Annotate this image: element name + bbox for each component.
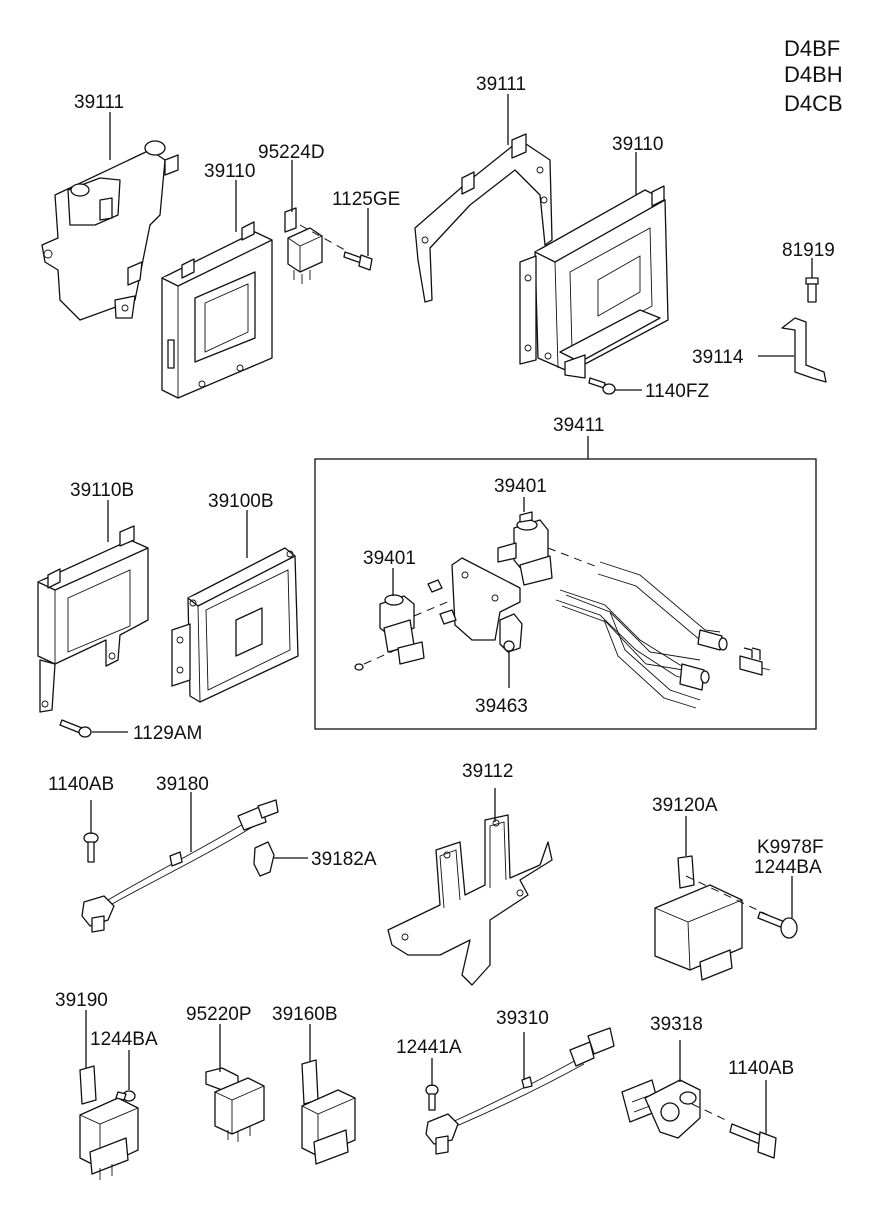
label-1244BA-right: 1244BA	[754, 857, 822, 878]
label-39401-top: 39401	[494, 476, 547, 497]
label-39114: 39114	[692, 347, 744, 368]
part-39182A-clip	[253, 841, 275, 877]
label-1244BA-left: 1244BA	[90, 1029, 158, 1050]
part-39112-bracket	[387, 814, 553, 986]
part-39180-crank-sensor	[81, 799, 279, 933]
label-39180: 39180	[156, 774, 209, 795]
part-39318-sensor	[621, 1079, 701, 1139]
label-39190: 39190	[55, 990, 108, 1011]
engine-code-1: D4BF	[784, 36, 840, 61]
label-95220P: 95220P	[186, 1004, 252, 1025]
part-95220P-relay	[205, 1067, 265, 1142]
part-1244BA-right-screw	[757, 911, 798, 939]
label-39112: 39112	[462, 761, 513, 782]
part-39463-sensor	[499, 613, 523, 653]
part-81919-bolt	[805, 277, 819, 303]
label-39111-right: 39111	[476, 74, 526, 95]
label-39100B: 39100B	[208, 491, 274, 512]
part-95224D-relay	[284, 207, 323, 284]
label-39182A: 39182A	[311, 849, 377, 870]
label-81919: 81919	[782, 240, 835, 261]
assembly-vacuum-hoses	[547, 547, 771, 709]
label-39411: 39411	[553, 415, 604, 436]
label-1129AM: 1129AM	[133, 723, 202, 744]
part-39100B-ecu	[171, 547, 299, 703]
label-39110B: 39110B	[70, 480, 134, 501]
label-95224D: 95224D	[258, 142, 325, 163]
label-39310: 39310	[496, 1008, 549, 1029]
part-39110-right-ecu	[519, 185, 669, 379]
label-39111-left: 39111	[74, 92, 124, 113]
part-1129AM-bolt	[59, 719, 92, 738]
label-39110-right: 39110	[612, 134, 663, 155]
label-12441A: 12441A	[396, 1037, 462, 1058]
label-39318: 39318	[650, 1014, 703, 1035]
part-39111-right-bracket	[414, 133, 553, 303]
assembly-box-39411	[314, 458, 817, 730]
part-1140AB-right-bolt	[729, 1123, 777, 1159]
part-39114-clip	[781, 317, 827, 383]
engine-code-3: D4CB	[784, 91, 843, 116]
label-39160B: 39160B	[272, 1004, 338, 1025]
part-1244BA-left-screw	[115, 1090, 136, 1102]
label-1140AB-left: 1140AB	[48, 774, 114, 795]
part-39401-left-solenoid	[354, 594, 425, 671]
part-1140AB-left-bolt	[83, 832, 99, 863]
part-12441A-bolt	[425, 1084, 439, 1111]
part-39110-left-ecu	[161, 221, 273, 399]
part-39310-cam-sensor	[425, 1027, 615, 1155]
part-39160B-relay	[301, 1059, 356, 1165]
label-1140AB-right: 1140AB	[728, 1058, 794, 1079]
part-39111-left-bracket	[41, 140, 179, 321]
part-39190-relay	[79, 1065, 139, 1180]
part-39401-top-solenoid	[497, 511, 553, 586]
assembly-bracket-plate	[427, 557, 521, 641]
label-39120A: 39120A	[652, 795, 718, 816]
part-1140FZ-bolt	[588, 377, 616, 395]
label-39463: 39463	[475, 696, 528, 717]
label-1125GE: 1125GE	[332, 189, 400, 210]
engine-code-2: D4BH	[784, 62, 843, 87]
part-39120A-module	[654, 855, 743, 981]
label-39110-left: 39110	[204, 161, 255, 182]
label-39401-left: 39401	[363, 548, 416, 569]
label-1140FZ: 1140FZ	[645, 381, 709, 402]
part-39110B-ecu	[37, 525, 149, 713]
label-K9978F: K9978F	[757, 837, 824, 858]
part-1125GE-bolt	[343, 251, 373, 271]
